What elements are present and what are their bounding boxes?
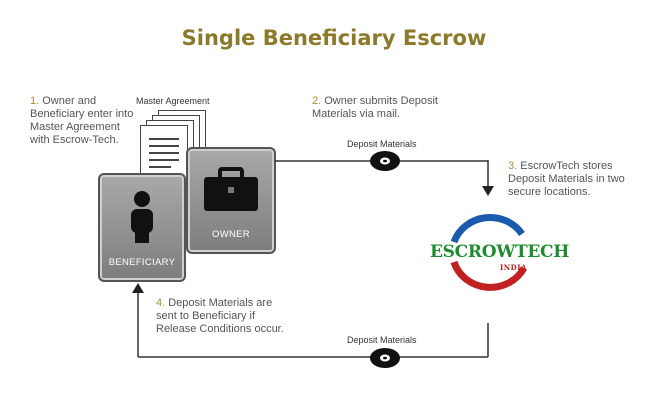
step-3-number: 3.: [508, 160, 518, 172]
step-4: 4. Deposit Materials are sent to Benefic…: [156, 297, 291, 336]
beneficiary-label: BENEFICIARY: [108, 257, 176, 268]
logo-name: ESCROWTECH: [430, 242, 569, 262]
step-1-number: 1.: [30, 95, 40, 107]
logo-sub: INDIA: [500, 263, 527, 272]
step-4-number: 4.: [156, 297, 166, 309]
step-3: 3. EscrowTech stores Deposit Materials i…: [508, 160, 643, 199]
beneficiary-card: BENEFICIARY: [98, 173, 186, 282]
logo-ring-icon: [450, 214, 528, 291]
person-icon: [131, 191, 153, 243]
briefcase-icon: [204, 167, 258, 211]
step-4-text: Deposit Materials are sent to Beneficiar…: [156, 297, 284, 335]
deposit-materials-bottom-label: Deposit Materials: [347, 335, 417, 345]
disc-icon: [370, 348, 400, 368]
escrowtech-logo: ESCROWTECH INDIA: [430, 212, 569, 292]
step-2: 2. Owner submits Deposit Materials via m…: [312, 95, 472, 121]
step-2-text: Owner submits Deposit Materials via mail…: [312, 95, 438, 120]
step-3-text: EscrowTech stores Deposit Materials in t…: [508, 160, 625, 198]
step-2-number: 2.: [312, 95, 322, 107]
deposit-materials-top-label: Deposit Materials: [347, 139, 417, 149]
disc-icon: [370, 151, 400, 171]
arrow-icon: [132, 283, 144, 293]
diagram-title: Single Beneficiary Escrow: [181, 26, 487, 50]
arrow-icon: [482, 186, 494, 196]
owner-label: OWNER: [212, 229, 250, 240]
owner-card: OWNER: [186, 147, 276, 254]
master-agreement-label: Master Agreement: [136, 96, 210, 106]
step-1-text: Owner and Beneficiary enter into Master …: [30, 95, 134, 146]
step-1: 1. Owner and Beneficiary enter into Mast…: [30, 95, 135, 147]
